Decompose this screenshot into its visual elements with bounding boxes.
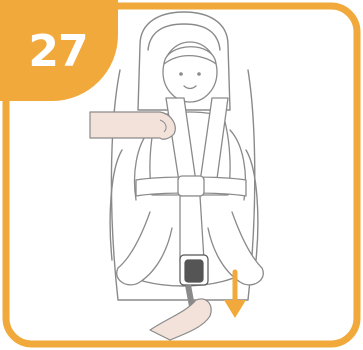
- step-number: 27: [18, 30, 98, 74]
- hand-holding-strap: [90, 112, 175, 139]
- hand-pulling-strap: [150, 299, 211, 340]
- child-right-eye: [197, 72, 201, 76]
- child-left-leg: [117, 212, 172, 285]
- child-left-eye: [179, 72, 183, 76]
- right-wing: [246, 150, 258, 260]
- harness-buckle: [178, 176, 204, 196]
- crotch-strap: [180, 196, 204, 260]
- adjuster-button: [185, 260, 203, 282]
